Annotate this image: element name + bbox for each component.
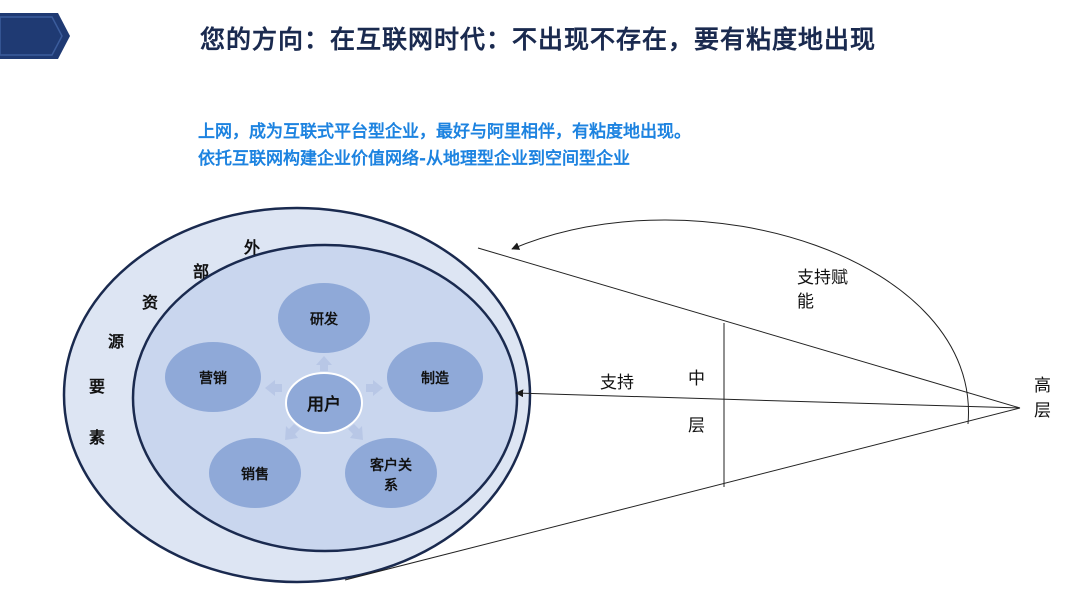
empower-label-line1: 支持赋 xyxy=(797,268,848,288)
middle-level-label-line1: 中 xyxy=(688,369,705,389)
high-to-bottom-line xyxy=(344,407,1021,581)
center-node-user xyxy=(285,372,363,434)
arrow-to-sales xyxy=(285,424,300,440)
node-crm xyxy=(345,438,437,508)
outer-ring-char: 源 xyxy=(108,332,124,351)
outer-ring-char: 素 xyxy=(89,428,105,447)
support-arrow xyxy=(515,389,1021,409)
arrow-to-marketing xyxy=(265,380,282,396)
node-sales xyxy=(209,438,301,508)
node-rd xyxy=(278,283,370,353)
node-rd-label: 研发 xyxy=(310,311,339,328)
banner-tab xyxy=(0,13,70,59)
outer-ring-char: 部 xyxy=(193,262,209,281)
center-node-label: 用户 xyxy=(307,394,341,415)
outer-ring-char: 外 xyxy=(243,238,260,257)
node-sales-label: 销售 xyxy=(241,466,269,483)
empower-arc-arrow xyxy=(511,219,969,425)
high-to-top-line xyxy=(477,247,1021,409)
node-manufacturing xyxy=(387,342,483,412)
intro-line-2: 依托互联网构建企业价值网络-从地理型企业到空间型企业 xyxy=(198,149,631,169)
enterprise-value-network-diagram: 外 部 资 源 要 素 用户 研发 制造 营销 销售 客户关 系 支持赋 能 支… xyxy=(62,206,1051,584)
high-level-label-line1: 高 xyxy=(1034,376,1051,396)
node-marketing-label: 营销 xyxy=(199,370,227,387)
middle-level-label-line2: 层 xyxy=(688,416,705,436)
arrow-to-manufacturing xyxy=(366,380,383,396)
outer-ring-char: 资 xyxy=(142,293,158,312)
outer-ring-char: 要 xyxy=(89,377,105,396)
node-crm-label-line1: 客户关 xyxy=(369,457,412,474)
node-crm-label-line2: 系 xyxy=(384,477,398,494)
node-marketing xyxy=(165,342,261,412)
support-label: 支持 xyxy=(600,373,634,393)
arrow-to-rd xyxy=(316,356,332,371)
arrow-to-crm xyxy=(348,424,363,440)
intro-line-1: 上网，成为互联式平台型企业，最好与阿里相伴，有粘度地出现。 xyxy=(198,122,691,142)
high-level-label-line2: 层 xyxy=(1034,401,1051,421)
node-manufacturing-label: 制造 xyxy=(421,370,449,387)
page-title: 您的方向：在互联网时代：不出现不存在，要有粘度地出现 xyxy=(200,25,877,54)
empower-label-line2: 能 xyxy=(797,292,814,312)
